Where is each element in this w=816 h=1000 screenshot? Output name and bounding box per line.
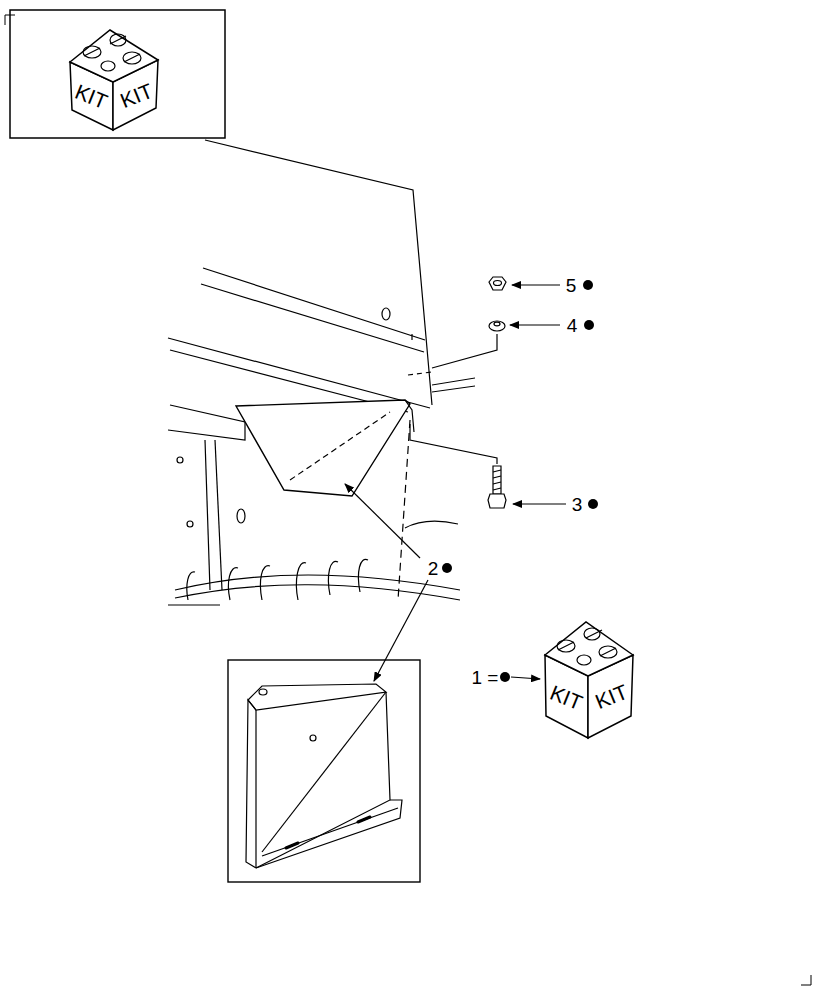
- callout-number: 2: [428, 559, 439, 578]
- bolt: [488, 466, 506, 508]
- washer: [489, 321, 505, 331]
- deflector-part: [236, 400, 414, 496]
- kit-icon: [70, 30, 158, 130]
- callout-number: 5: [566, 276, 577, 295]
- kit-icon: [545, 622, 633, 738]
- callout-number: 1 =: [472, 668, 499, 687]
- deflector-detail: [246, 684, 402, 868]
- nut: [489, 277, 506, 290]
- kit-dot: [442, 280, 598, 682]
- callout-number: 3: [572, 495, 583, 514]
- callout-number: 4: [567, 316, 578, 335]
